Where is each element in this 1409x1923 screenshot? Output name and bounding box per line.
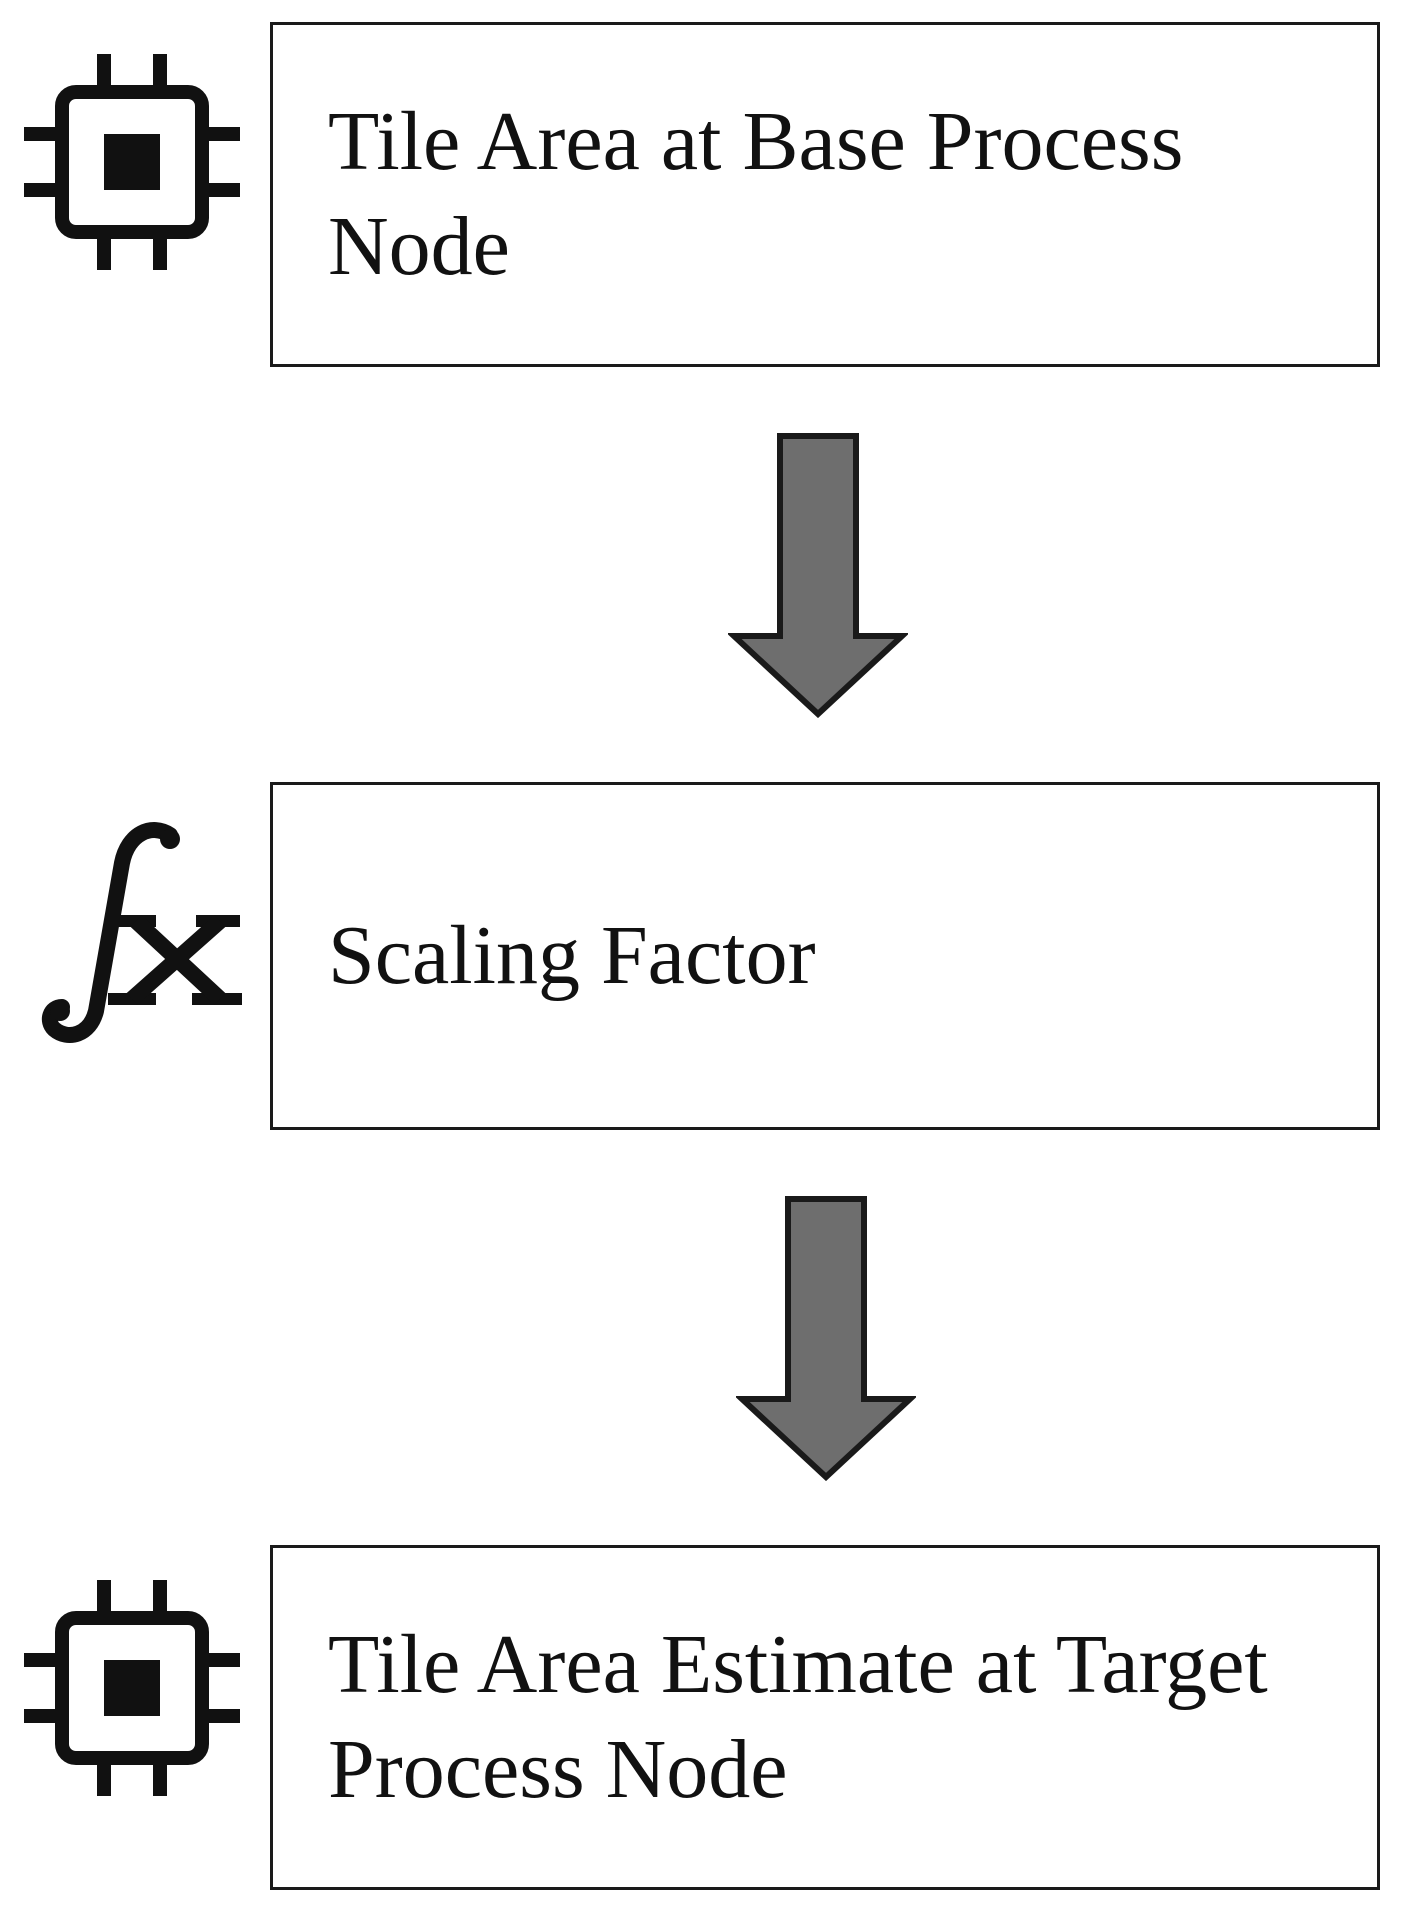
chip-icon — [24, 1580, 240, 1796]
function-fx-icon — [41, 822, 242, 1043]
down-arrow-icon — [728, 433, 908, 718]
node-label: Scaling Factor — [328, 908, 816, 1002]
node-base-tile-area: Tile Area at Base Process Node — [270, 22, 1380, 367]
node-label: Tile Area at Base Process Node — [328, 95, 1184, 293]
node-target-tile-area-estimate: Tile Area Estimate at Target Process Nod… — [270, 1545, 1380, 1890]
down-arrow-icon — [736, 1196, 916, 1481]
node-scaling-factor: Scaling Factor — [270, 782, 1380, 1130]
chip-icon — [24, 54, 240, 270]
node-label: Tile Area Estimate at Target Process Nod… — [328, 1618, 1268, 1816]
